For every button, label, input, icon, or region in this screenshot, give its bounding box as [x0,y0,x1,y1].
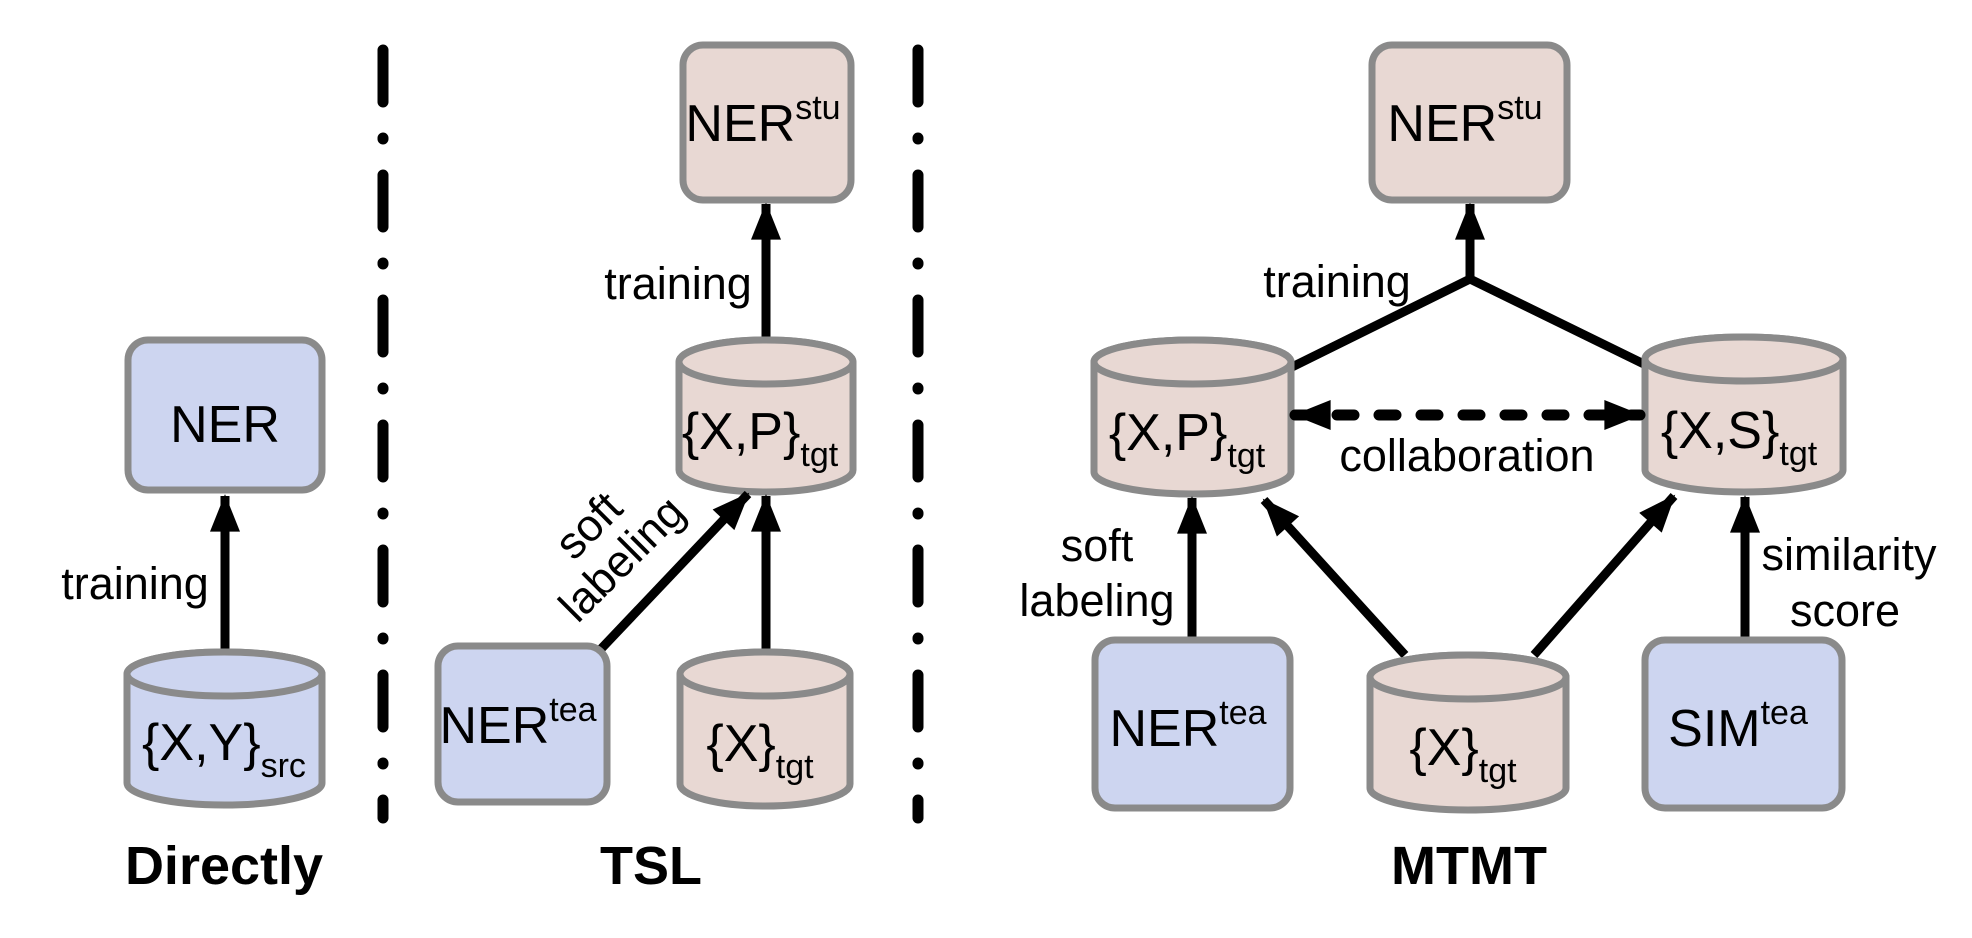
model-base: NER [685,95,795,153]
mtmt-ner-student-box [1368,41,1571,204]
model-sup: tea [549,691,596,729]
model-sup: stu [795,89,840,127]
tsl-soft-labeling-arrow [596,490,752,654]
mtmt-sim-teacher-box [1641,636,1846,812]
dataset-sub: tgt [1479,752,1517,790]
model-base: NER [1109,700,1219,758]
cylinder-top [1366,651,1570,703]
model-sup: tea [1219,694,1266,732]
direct-src-dataset-cylinder [123,648,326,809]
dataset-base: {X,P} [1109,404,1228,462]
model-base: SIM [1668,700,1760,758]
dataset-sub: tgt [1779,435,1817,473]
tsl-soft-labeling-label: softlabeling [515,452,694,631]
dataset-base: {X} [1409,719,1478,777]
mtmt-ner-teacher-box [1091,636,1294,812]
direct-training-label: training [61,558,209,609]
sim-line2: score [1790,585,1900,636]
direct-src-dataset-label: {X,Y}src [142,714,306,785]
mtmt-soft-dataset-label: {X,P}tgt [1109,404,1266,475]
cylinder-top [675,336,857,388]
panel-mtmt: training NERstu {X,P}tgt {X,S}tgt collab… [1019,41,1937,896]
mtmt-training-edge-right [1468,274,1652,372]
model-sup: stu [1497,89,1542,127]
soft-line1: soft [1061,520,1134,571]
mtmt-sim-dataset-label: {X,S}tgt [1661,402,1818,473]
cylinder-top [676,648,854,700]
tsl-caption: TSL [600,836,702,896]
mtmt-training-edge-left [1288,274,1472,373]
tsl-ner-teacher-label: NERtea [439,691,596,755]
tsl-soft-dataset-label: {X,P}tgt [682,403,839,474]
panel-directly: training NER {X,Y}src Directly [61,336,326,896]
mtmt-sim-dataset-cylinder [1641,333,1847,496]
dataset-base: {X,P} [682,403,801,461]
tsl-ner-student-box [679,41,855,204]
dataset-sub: tgt [776,748,814,786]
dataset-sub: src [261,747,306,785]
mtmt-raw-dataset-label: {X}tgt [1409,719,1517,790]
mtmt-collaboration-label: collaboration [1339,430,1594,481]
tsl-raw-dataset-cylinder [676,648,854,810]
tsl-raw-dataset-label: {X}tgt [706,715,814,786]
model-sup: tea [1761,694,1808,732]
mtmt-ner-student-label: NERstu [1387,89,1542,153]
soft-line2: labeling [1019,575,1174,626]
cylinder-top [123,648,326,700]
direct-caption: Directly [125,836,323,896]
tsl-ner-student-label: NERstu [685,89,840,153]
mtmt-raw-to-soft-arrow [1260,496,1409,659]
dataset-sub: tgt [1227,437,1265,475]
model-base: NER [439,697,549,755]
panel-tsl: training NERstu {X,P}tgt softlabeling NE… [434,41,857,896]
dataset-base: {X} [706,715,775,773]
tsl-ner-teacher-box [434,642,611,806]
direct-ner-model-box [124,336,326,494]
dataset-sub: tgt [800,436,838,474]
dataset-base: {X,S} [1661,402,1780,460]
mtmt-sim-teacher-label: SIMtea [1668,694,1808,758]
tsl-training-label: training [604,258,752,309]
cylinder-top [1090,336,1295,388]
mtmt-ner-teacher-label: NERtea [1109,694,1266,758]
cylinder-top [1641,333,1847,385]
dataset-base: {X,Y} [142,714,261,772]
tsl-soft-dataset-cylinder [675,336,857,496]
sim-line1: similarity [1762,529,1937,580]
mtmt-training-label: training [1263,256,1411,307]
direct-ner-model-label: NER [170,396,280,454]
mtmt-raw-to-sim-arrow [1530,493,1678,658]
mtmt-soft-dataset-cylinder [1090,336,1295,498]
mtmt-caption: MTMT [1391,836,1547,896]
model-base: NER [1387,95,1497,153]
mtmt-raw-dataset-cylinder [1366,651,1570,814]
